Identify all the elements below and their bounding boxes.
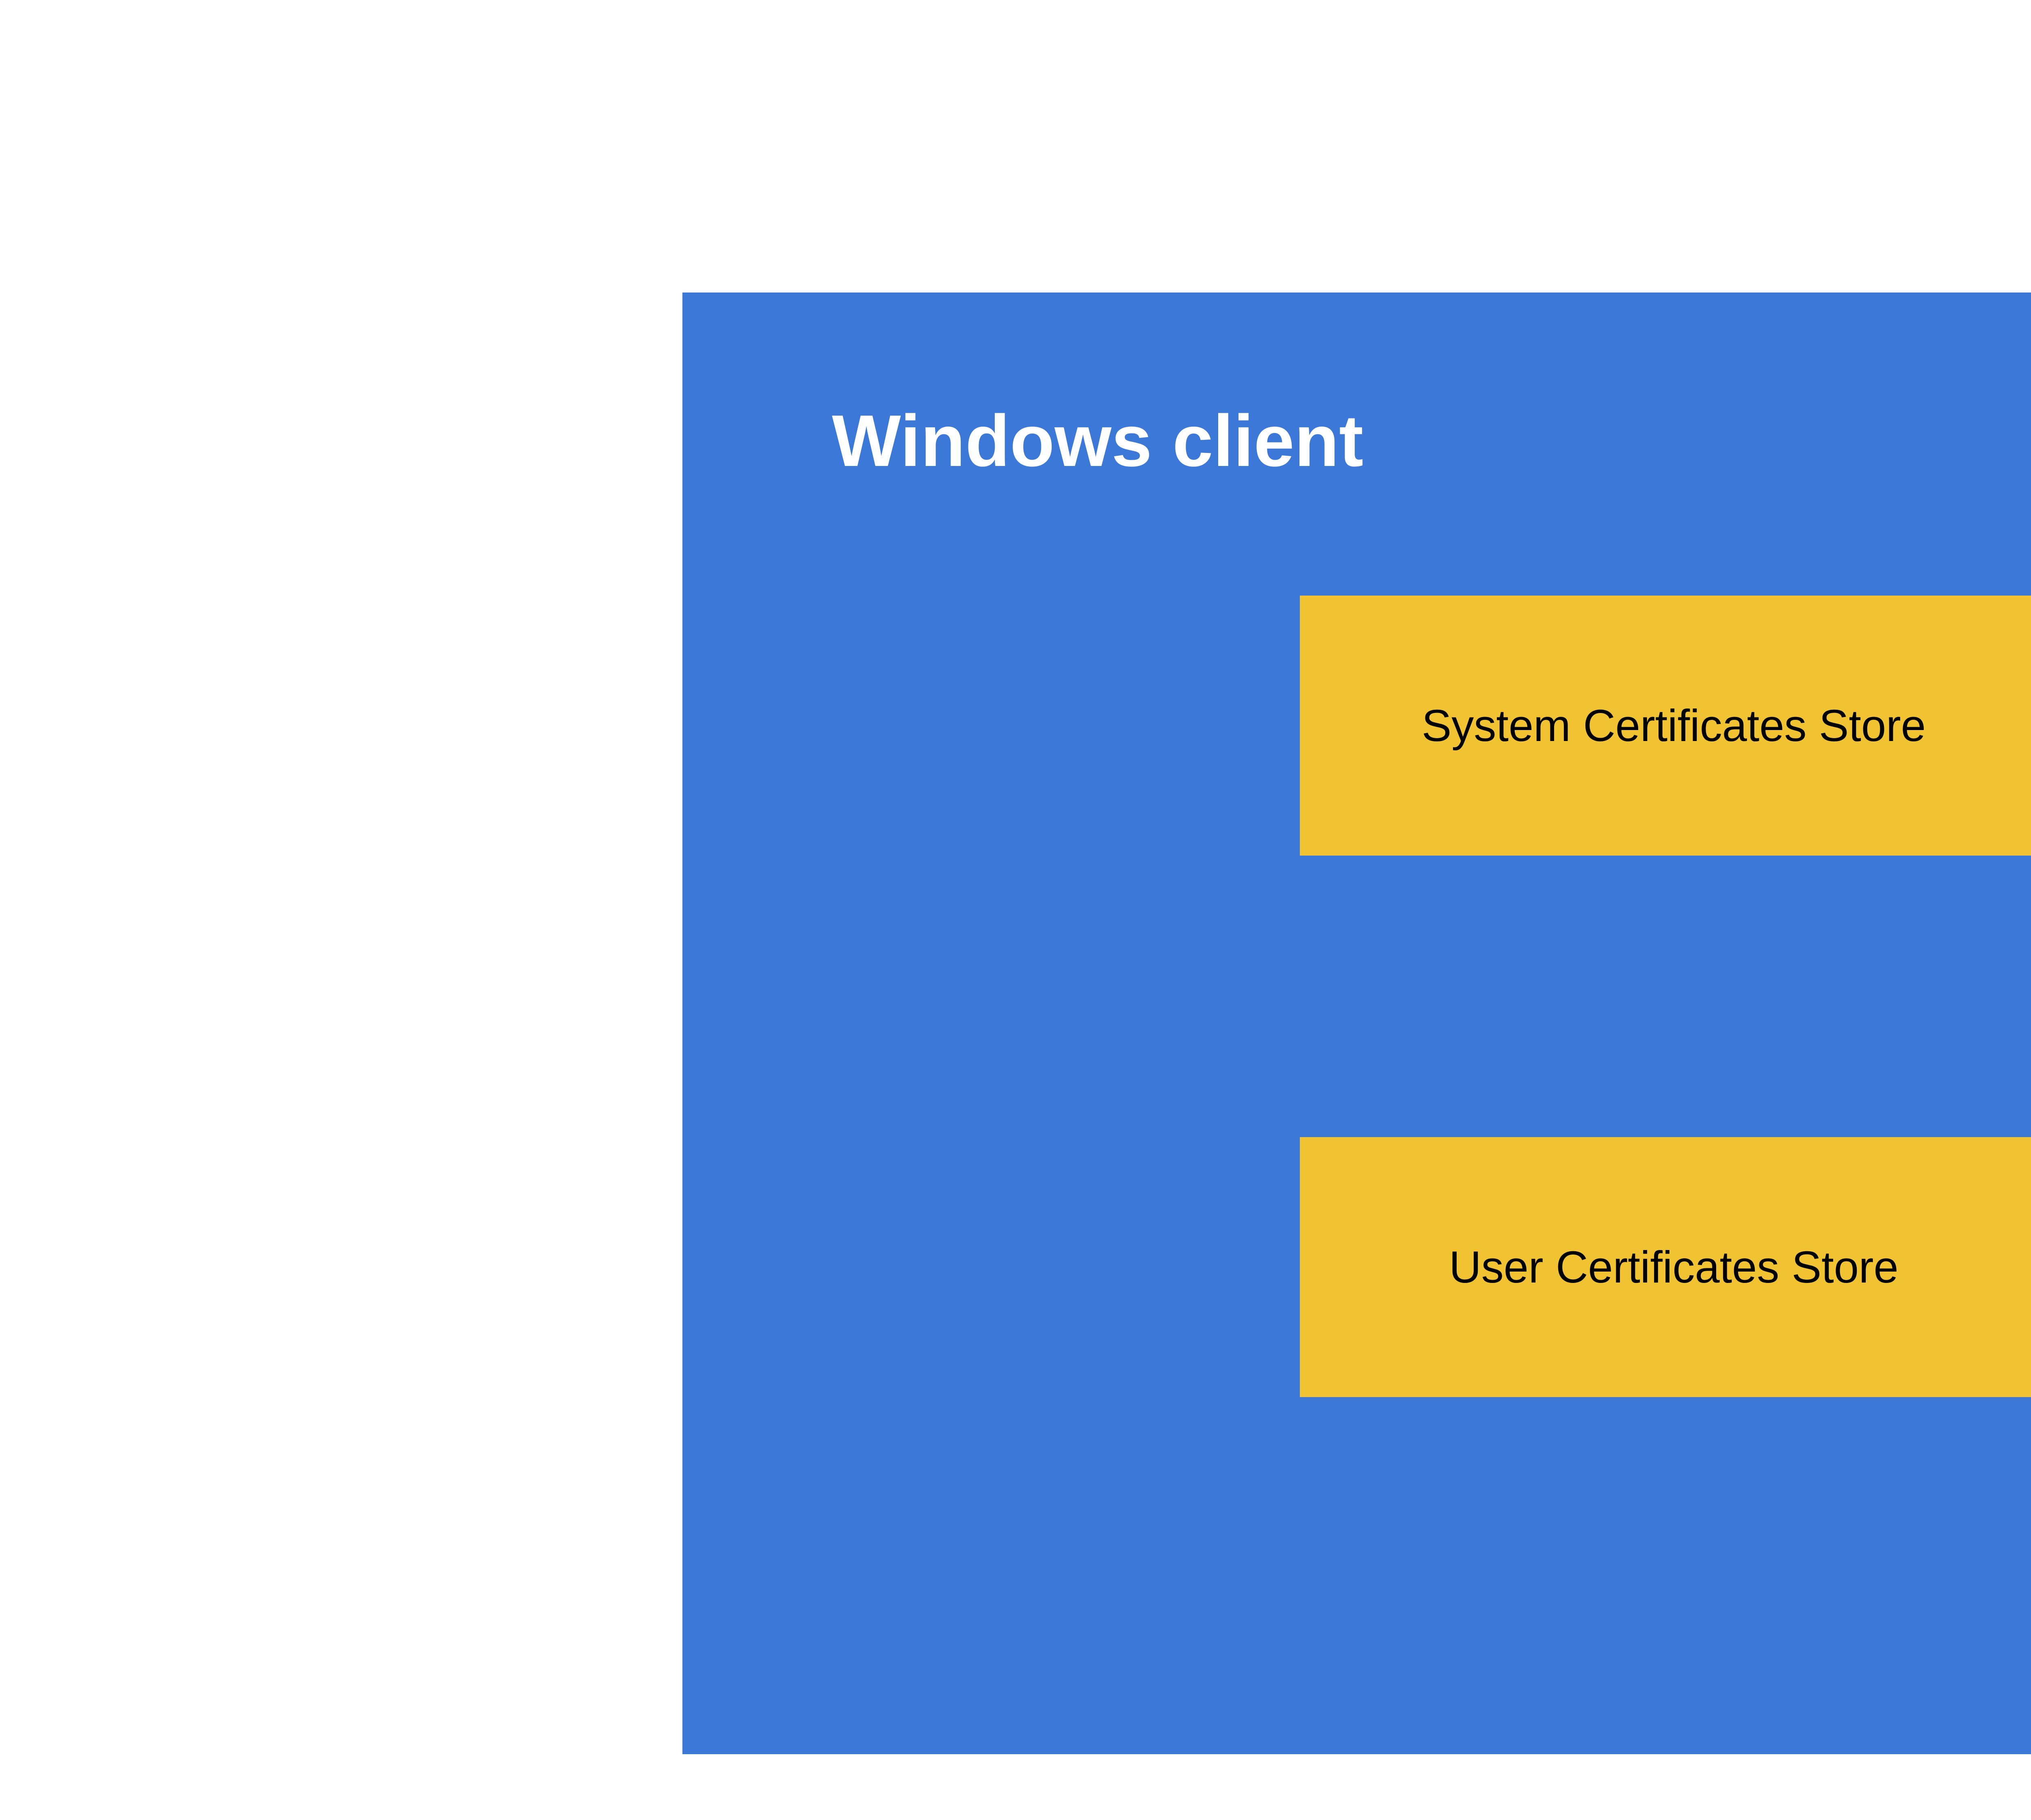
user-certificates-store-box: User Certificates Store (1300, 1137, 2031, 1397)
user-certificates-store-label: User Certificates Store (1449, 1242, 1899, 1292)
windows-client-container: Windows client (682, 292, 2031, 1754)
windows-client-title: Windows client (832, 400, 1364, 482)
system-certificates-store-box: System Certificates Store (1300, 596, 2031, 856)
system-certificates-store-label: System Certificates Store (1422, 700, 1926, 751)
